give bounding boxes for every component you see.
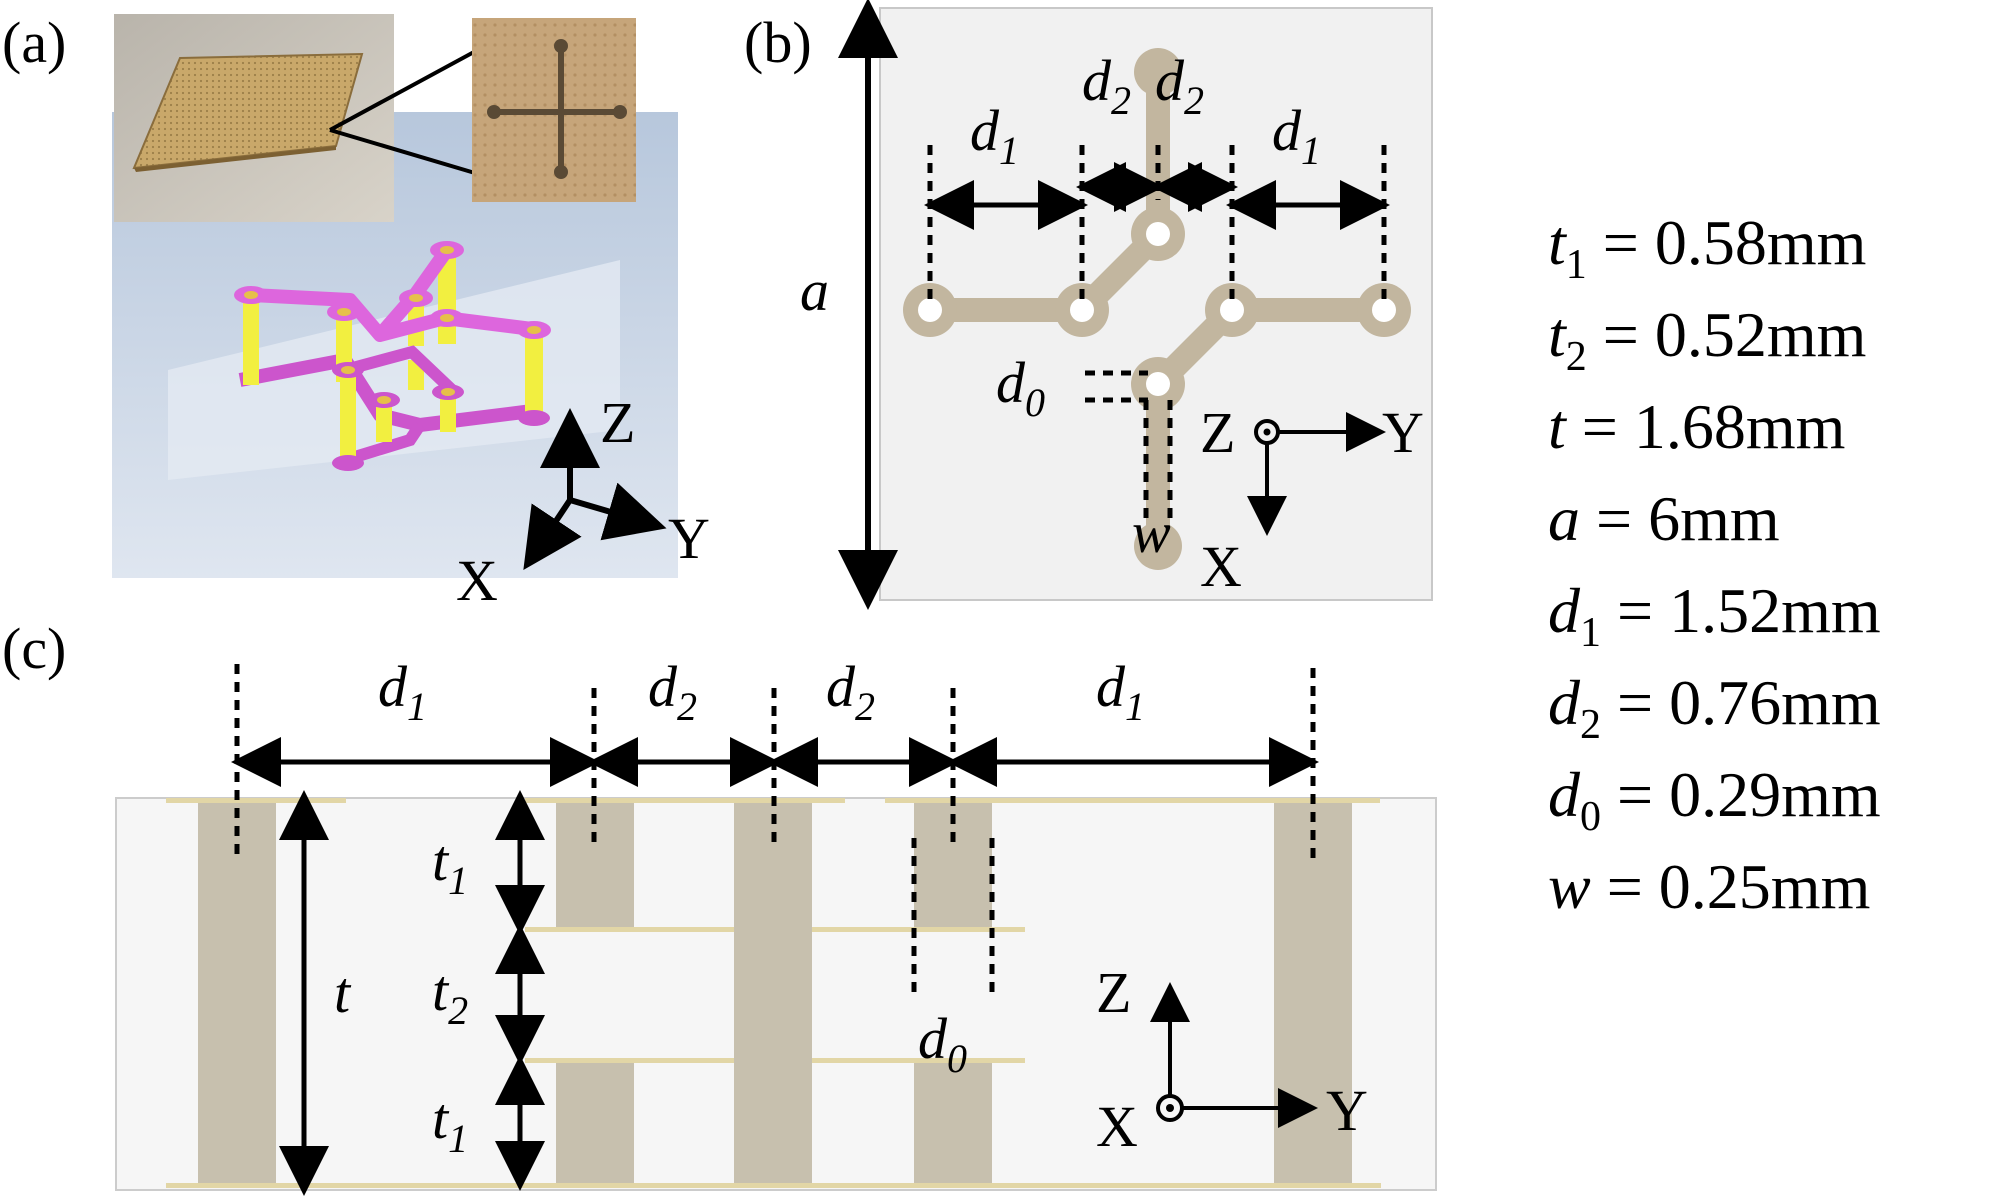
axis-y-label: Y [1326, 1078, 1368, 1143]
axis-z-label: Z [1096, 960, 1131, 1025]
dim-label-t2: t2 [432, 958, 468, 1033]
parameter-row: t1 = 0.58mm [1548, 207, 1866, 288]
zoom-line-top [329, 44, 486, 132]
dim-label-d2: d2 [1155, 48, 1204, 123]
parameter-row: d1 = 1.52mm [1548, 575, 1881, 656]
dim-label-d1: d1 [1096, 654, 1145, 729]
dim-label-d1: d1 [970, 98, 1019, 173]
parameter-row: d2 = 0.76mm [1548, 667, 1881, 748]
parameter-row: a = 6mm [1548, 483, 1780, 554]
axis-z-label: Z [600, 390, 635, 455]
dim-label-d2: d2 [648, 654, 697, 729]
unit-cell-3d [234, 241, 551, 471]
axis-x-label: X [1200, 534, 1242, 599]
dim-label-d2: d2 [1082, 48, 1131, 123]
axes-top-view: Z Y X [1200, 400, 1424, 599]
axes-side-view: Z Y X [1096, 960, 1368, 1159]
parameter-row: t = 1.68mm [1548, 391, 1845, 462]
dim-label-d0: d0 [996, 350, 1045, 425]
axes-3d: Z Y X [456, 390, 710, 613]
panel-c: (c) [2, 616, 1437, 1196]
dim-label-w: w [1132, 500, 1171, 565]
pillar [440, 392, 456, 432]
dim-label-d1: d1 [1272, 98, 1321, 173]
axis-y-label: Y [668, 506, 710, 571]
dim-label-t1: t1 [432, 1086, 468, 1161]
panel-b: (b) a [744, 0, 1433, 610]
axis-z-label: Z [1200, 400, 1235, 465]
panel-a-label: (a) [2, 10, 66, 75]
board-photo [114, 14, 394, 222]
top-view-dims [924, 162, 1390, 230]
side-view-dims-v [279, 790, 545, 1196]
parameter-row: d0 = 0.29mm [1548, 759, 1881, 840]
parameter-list: t1 = 0.58mm t2 = 0.52mm t = 1.68mm a = 6mm d… [1548, 207, 1881, 922]
pillar [340, 370, 356, 465]
axis-x-label: X [1096, 1094, 1138, 1159]
axis-x-label: X [456, 548, 498, 613]
panel-c-label: (c) [2, 616, 66, 681]
axis-y-label: Y [1382, 400, 1424, 465]
dim-label-t1: t1 [432, 828, 468, 903]
dim-label-d0: d0 [918, 1006, 967, 1081]
pillar [243, 295, 259, 385]
dim-label-d1: d1 [378, 654, 427, 729]
parameter-row: t2 = 0.52mm [1548, 299, 1866, 380]
pillar [525, 330, 543, 420]
panel-b-label: (b) [744, 10, 812, 75]
pillar [376, 400, 392, 442]
parameter-row: w = 0.25mm [1548, 851, 1870, 922]
panel-a: (a) [2, 10, 710, 613]
dim-label-a: a [800, 258, 829, 323]
dim-label-t: t [334, 960, 352, 1025]
zoom-line-bottom [329, 128, 486, 178]
dim-label-d2: d2 [826, 654, 875, 729]
unit-cell-photo [472, 18, 636, 202]
substrate-slab [168, 260, 620, 480]
